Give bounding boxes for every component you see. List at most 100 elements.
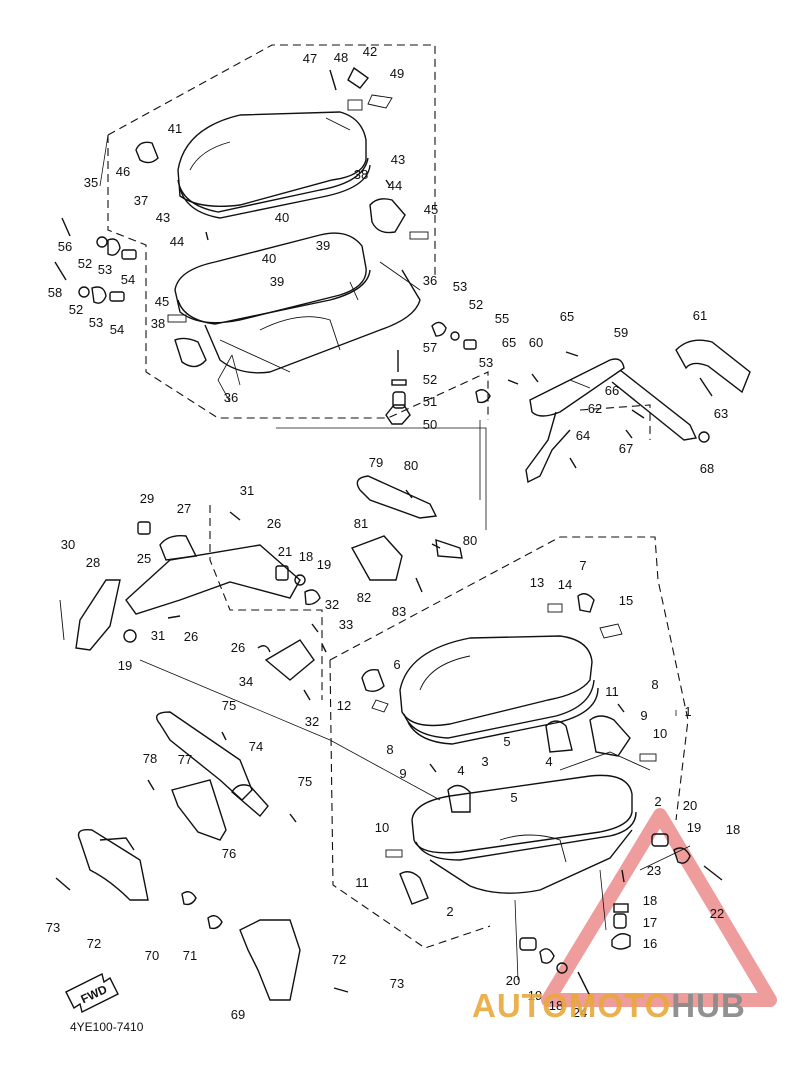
part-label: 15 <box>619 593 633 608</box>
upper-bag-lid <box>177 111 371 219</box>
part-label: 83 <box>392 604 406 619</box>
part-label: 40 <box>275 210 289 225</box>
svg-text:AUTOMOTOHUB: AUTOMOTOHUB <box>472 987 746 1024</box>
part-label: 45 <box>424 202 438 217</box>
part-label: 1 <box>684 704 691 719</box>
part-label: 10 <box>375 820 389 835</box>
part-label: 72 <box>332 952 346 967</box>
watermark-moto: MOTO <box>569 987 671 1024</box>
part-label: 35 <box>84 175 98 190</box>
part-label: 60 <box>529 335 543 350</box>
part-label: 70 <box>145 948 159 963</box>
part-label: 7 <box>579 558 586 573</box>
part-label: 65 <box>560 309 574 324</box>
part-label: 73 <box>46 920 60 935</box>
part-label: 53 <box>479 355 493 370</box>
rail-clamp <box>350 475 463 593</box>
part-label: 48 <box>334 50 348 65</box>
part-label: 24 <box>573 1005 587 1020</box>
part-label: 74 <box>249 739 263 754</box>
part-label: 4 <box>545 754 552 769</box>
part-label: 50 <box>423 417 437 432</box>
part-label: 21 <box>278 544 292 559</box>
part-label: 68 <box>700 461 714 476</box>
part-label: 18 <box>549 998 563 1013</box>
part-label: 36 <box>224 390 238 405</box>
part-label: 61 <box>693 308 707 323</box>
part-label: 13 <box>530 575 544 590</box>
part-label: 10 <box>653 726 667 741</box>
part-label: 37 <box>134 193 148 208</box>
part-label: 19 <box>317 557 331 572</box>
part-label: 9 <box>640 708 647 723</box>
part-label: 76 <box>222 846 236 861</box>
part-label: 78 <box>143 751 157 766</box>
lower-bag-lid <box>399 635 599 745</box>
part-label: 52 <box>469 297 483 312</box>
part-label: 44 <box>388 178 402 193</box>
part-label: 46 <box>116 164 130 179</box>
part-label: 18 <box>643 893 657 908</box>
part-label: 79 <box>369 455 383 470</box>
part-label: 38 <box>151 316 165 331</box>
bolts <box>55 179 645 993</box>
part-label: 51 <box>423 394 437 409</box>
part-label: 11 <box>355 875 369 890</box>
part-label: 65 <box>502 335 516 350</box>
part-label: 34 <box>239 674 253 689</box>
part-label: 44 <box>170 234 184 249</box>
part-label: 53 <box>453 279 467 294</box>
part-label: 8 <box>651 677 658 692</box>
part-label: 16 <box>643 936 657 951</box>
part-label: 80 <box>404 458 418 473</box>
part-label: 54 <box>110 322 124 337</box>
part-label: 41 <box>168 121 182 136</box>
part-label: 49 <box>390 66 404 81</box>
part-label: 69 <box>231 1007 245 1022</box>
watermark-hub: HUB <box>671 987 746 1024</box>
part-label: 39 <box>270 274 284 289</box>
part-label: 22 <box>710 906 724 921</box>
diagram-code: 4YE100-7410 <box>70 1020 144 1034</box>
part-label: 32 <box>325 597 339 612</box>
part-label: 33 <box>339 617 353 632</box>
part-label: 56 <box>58 239 72 254</box>
fwd-arrow: FWD <box>65 972 119 1014</box>
part-label: 57 <box>423 340 437 355</box>
part-label: 5 <box>510 790 517 805</box>
part-label: 30 <box>61 537 75 552</box>
part-label: 29 <box>140 491 154 506</box>
upper-bracket-rail <box>525 339 751 484</box>
part-label: 53 <box>89 315 103 330</box>
lower-bag-body <box>411 715 651 894</box>
part-label: 80 <box>463 533 477 548</box>
part-label: 72 <box>87 936 101 951</box>
part-label: 36 <box>423 273 437 288</box>
watermark-triangle <box>541 808 777 1007</box>
lower-small-parts <box>361 593 723 997</box>
part-label: 55 <box>495 311 509 326</box>
part-label: 52 <box>78 256 92 271</box>
part-label: 6 <box>393 657 400 672</box>
part-label: 43 <box>156 210 170 225</box>
part-label: 12 <box>337 698 351 713</box>
part-label: 5 <box>503 734 510 749</box>
part-label: 20 <box>683 798 697 813</box>
part-label: 75 <box>298 774 312 789</box>
part-label: 64 <box>576 428 590 443</box>
part-label: 59 <box>614 325 628 340</box>
watermark: AUTOMOTOHUB <box>472 987 746 1024</box>
part-label: 8 <box>386 742 393 757</box>
part-label: 14 <box>558 577 572 592</box>
part-label: 25 <box>137 551 151 566</box>
part-label: 31 <box>240 483 254 498</box>
part-label: 26 <box>231 640 245 655</box>
part-label: 26 <box>184 629 198 644</box>
part-label: 63 <box>714 406 728 421</box>
part-label: 11 <box>605 684 619 699</box>
part-label: 17 <box>643 915 657 930</box>
part-label: 81 <box>354 516 368 531</box>
part-label: 20 <box>506 973 520 988</box>
part-label: 19 <box>118 658 132 673</box>
part-label: 42 <box>363 44 377 59</box>
